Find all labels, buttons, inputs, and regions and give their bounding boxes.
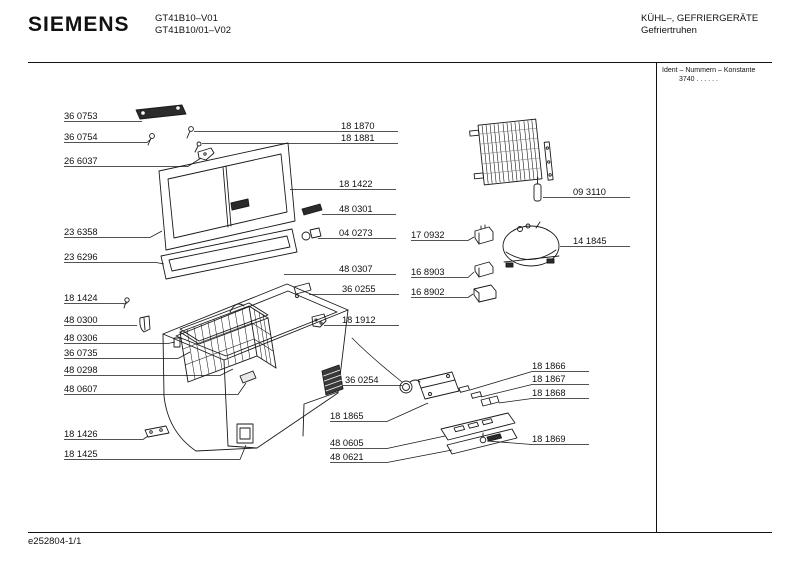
part-label-18-1912: 18 1912 — [342, 315, 376, 325]
compressor-art — [502, 221, 560, 268]
ident-panel: Ident – Nummern – Konstante 3740 . . . .… — [662, 66, 755, 84]
part-label-18-1868: 18 1868 — [532, 388, 566, 398]
inner-frame-art — [160, 228, 298, 280]
panel-front-art — [446, 428, 518, 455]
category-line-1: KÜHL–, GEFRIERGERÄTE — [641, 13, 759, 24]
part-label-18-1422: 18 1422 — [339, 179, 373, 189]
vent-grille-art — [321, 364, 344, 396]
hinge-bar-art — [135, 104, 187, 120]
screw-icon — [147, 126, 202, 153]
part-label-48-0298: 48 0298 — [64, 365, 98, 375]
part-label-48-0607: 48 0607 — [64, 384, 98, 394]
part-label-36-0255: 36 0255 — [342, 284, 376, 294]
part-label-48-0605: 48 0605 — [330, 438, 364, 448]
dryer-art — [533, 176, 542, 202]
basket-art — [179, 302, 277, 383]
part-label-36-0753: 36 0753 — [64, 111, 98, 121]
part-label-18-1881: 18 1881 — [341, 133, 375, 143]
part-label-18-1425: 18 1425 — [64, 449, 98, 459]
part-label-18-1865: 18 1865 — [330, 411, 364, 421]
header-divider — [28, 62, 772, 63]
capacitor-art — [474, 261, 494, 278]
part-label-16-8903: 16 8903 — [411, 267, 445, 277]
part-label-23-6296: 23 6296 — [64, 252, 98, 262]
ident-label: Ident – Nummern – Konstante — [662, 67, 756, 74]
condenser-art — [469, 118, 554, 186]
part-label-36-0254: 36 0254 — [345, 375, 379, 385]
part-label-36-0735: 36 0735 — [64, 348, 98, 358]
ident-value: 3740 . . . . . . — [679, 76, 718, 83]
part-label-48-0300: 48 0300 — [64, 315, 98, 325]
model-numbers: GT41B10–V01 GT41B10/01–V02 — [155, 13, 231, 36]
part-label-18-1866: 18 1866 — [532, 361, 566, 371]
part-label-16-8902: 16 8902 — [411, 287, 445, 297]
panel-bracket-art — [440, 412, 516, 441]
relay-art — [474, 224, 494, 245]
part-label-48-0621: 48 0621 — [330, 452, 364, 462]
category-line-2: Gefriertruhen — [641, 24, 697, 36]
part-label-18-1424: 18 1424 — [64, 293, 98, 303]
lamp-art — [301, 227, 322, 241]
brand-logo: SIEMENS — [28, 13, 130, 36]
part-label-26-6037: 26 6037 — [64, 156, 98, 166]
document-reference: e252804-1/1 — [28, 536, 82, 547]
cabinet-art — [162, 283, 349, 452]
lid-art — [158, 142, 296, 251]
small-screw-icon — [123, 297, 130, 309]
side-clip-art — [139, 315, 151, 333]
part-label-36-0754: 36 0754 — [64, 132, 98, 142]
part-label-48-0301: 48 0301 — [339, 204, 373, 214]
part-label-09-3110: 09 3110 — [573, 187, 606, 197]
part-label-14-1845: 14 1845 — [573, 236, 607, 246]
bottom-bracket-art — [144, 425, 170, 438]
basket-divider-art — [239, 370, 257, 384]
part-label-48-0307: 48 0307 — [339, 264, 373, 274]
thermostat-art — [351, 337, 460, 400]
part-label-18-1867: 18 1867 — [532, 374, 566, 384]
hinge-bracket-art — [197, 147, 215, 161]
appliance-category: KÜHL–, GEFRIERGERÄTE Gefriertruhen — [641, 13, 758, 36]
part-label-04-0273: 04 0273 — [339, 228, 373, 238]
part-number-labels: 36 0753 36 0754 26 6037 23 6358 23 6296 … — [64, 111, 607, 462]
model-line-2: GT41B10/01–V02 — [155, 24, 232, 36]
indicator-lamp-art — [479, 432, 487, 444]
part-label-23-6358: 23 6358 — [64, 227, 98, 237]
part-label-17-0932: 17 0932 — [411, 230, 445, 240]
relay-cover-art — [473, 284, 497, 303]
lid-handle-art — [301, 203, 323, 216]
ident-column-divider — [656, 62, 657, 532]
part-label-18-1869: 18 1869 — [532, 434, 566, 444]
part-label-18-1426: 18 1426 — [64, 429, 98, 439]
rim-bracket-art — [293, 282, 327, 328]
footer-divider — [28, 532, 772, 533]
part-label-18-1870: 18 1870 — [341, 121, 375, 131]
part-label-48-0306: 48 0306 — [64, 333, 98, 343]
panel-buttons-art — [458, 385, 500, 407]
model-line-1: GT41B10–V01 — [155, 13, 218, 24]
leader-lines — [64, 121, 630, 463]
